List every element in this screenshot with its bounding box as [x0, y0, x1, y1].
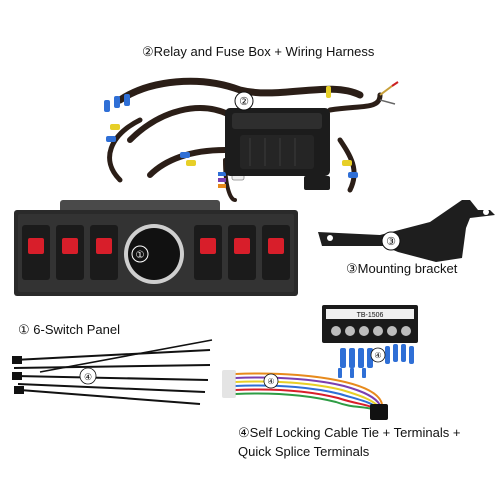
marker-4-badge-terminals: ④	[370, 347, 386, 363]
marker-4-ties-label: ④	[84, 372, 92, 382]
voltmeter-dial	[124, 224, 184, 284]
pigtail-harness	[222, 370, 388, 420]
rocker-switch	[22, 225, 50, 280]
marker-3-label: ③	[386, 236, 396, 248]
switch-panel	[14, 200, 298, 296]
marker-4-harness-label: ④	[267, 377, 274, 386]
mounting-bracket	[318, 200, 495, 262]
bracket-caption: ③Mounting bracket	[346, 261, 458, 276]
rocker-switch	[262, 225, 290, 280]
relay-fuse-box	[225, 108, 330, 190]
relay-box-caption: ②Relay and Fuse Box + Wiring Harness	[142, 44, 375, 59]
marker-1-label: ①	[136, 250, 145, 261]
marker-4-badge-harness: ④	[263, 373, 279, 389]
rocker-switch	[228, 225, 256, 280]
marker-4-badge-ties: ④	[79, 367, 97, 385]
accessories-caption-line1: ④Self Locking Cable Tie + Terminals +	[238, 425, 461, 440]
panel-caption: ① 6-Switch Panel	[18, 322, 120, 337]
rocker-switch	[194, 225, 222, 280]
marker-4-terminals-label: ④	[374, 351, 381, 360]
accessories-caption-line2: Quick Splice Terminals	[238, 444, 370, 459]
terminal-block-label: TB-1506	[357, 312, 384, 319]
wiring-harness	[107, 77, 399, 202]
marker-2-badge: ②	[234, 91, 254, 111]
marker-2-label: ②	[239, 96, 249, 108]
marker-3-badge: ③	[381, 231, 401, 251]
marker-1-badge: ①	[131, 245, 149, 263]
cable-ties	[12, 339, 213, 405]
rocker-switch	[56, 225, 84, 280]
terminal-block: TB-1506	[322, 305, 418, 343]
rocker-switch	[90, 225, 118, 280]
